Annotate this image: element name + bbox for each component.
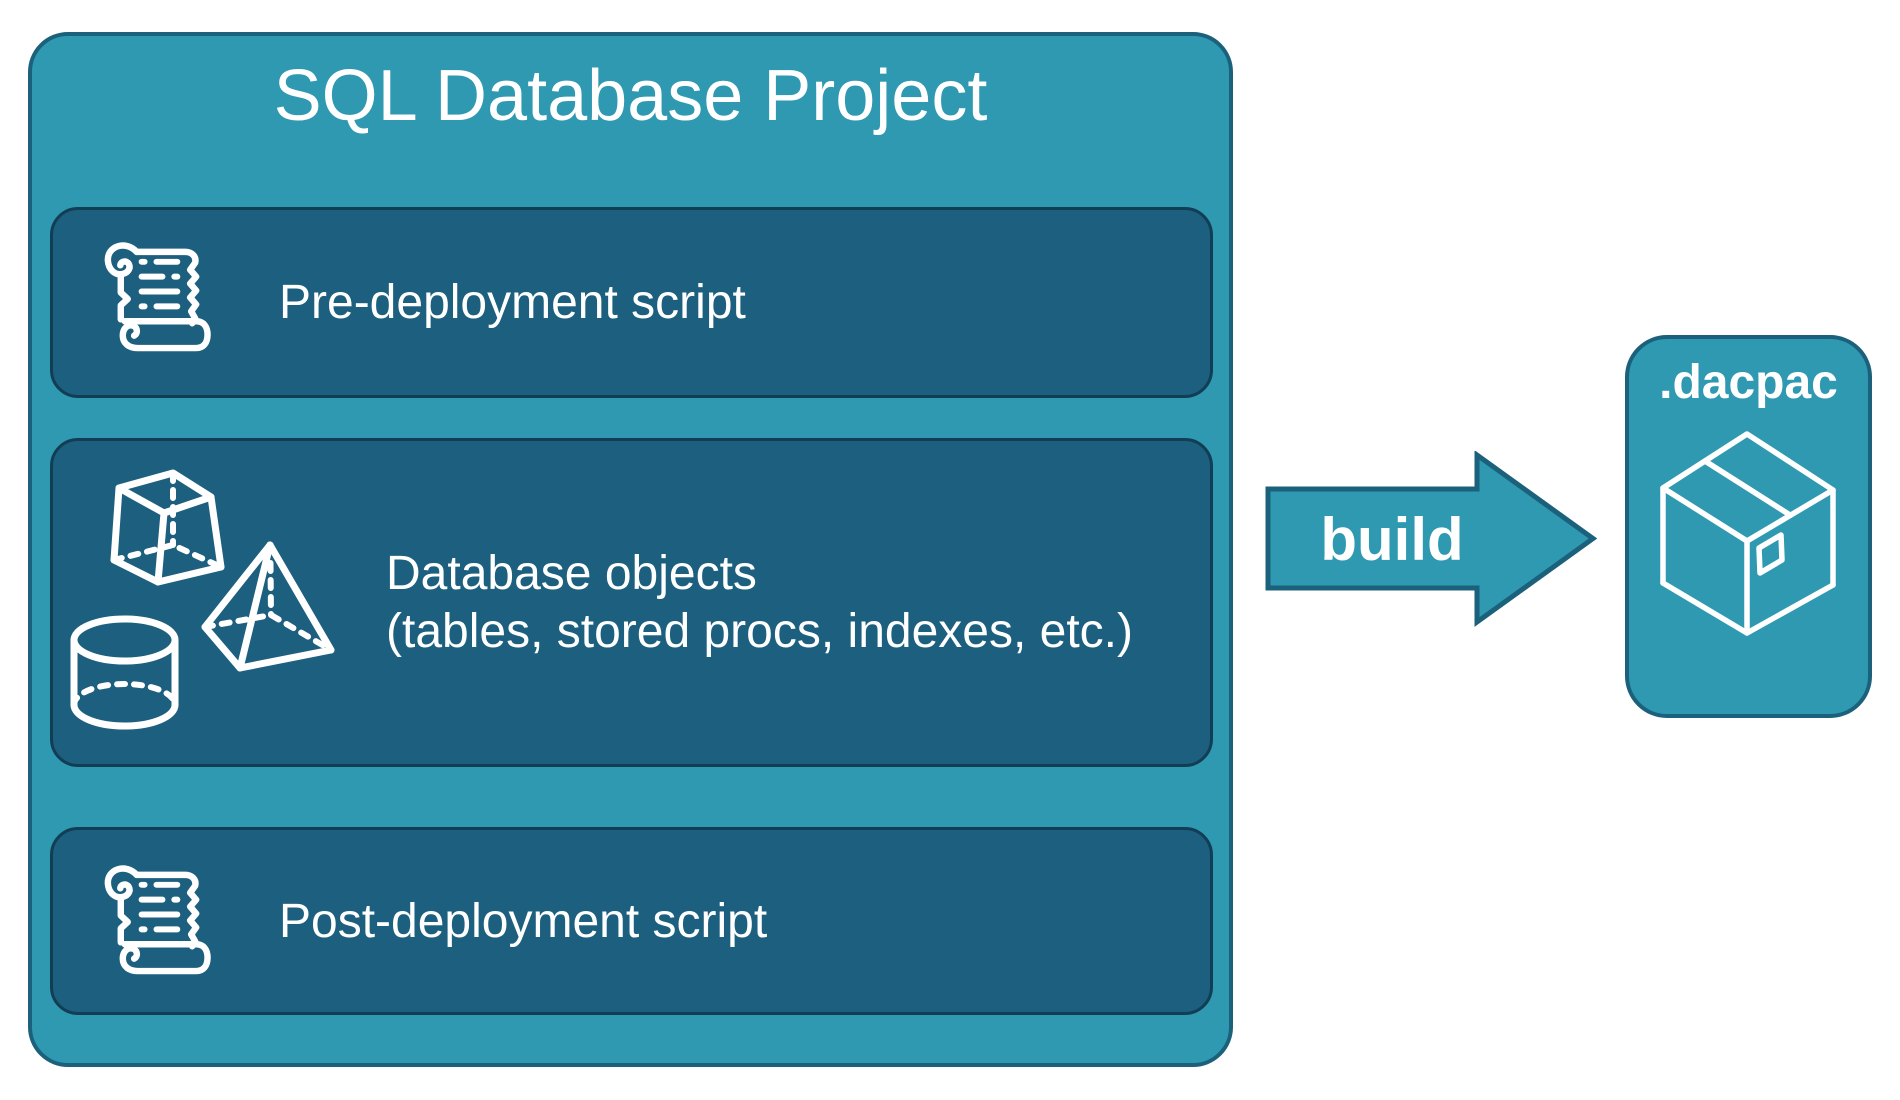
project-title: SQL Database Project bbox=[273, 56, 988, 136]
package-box-icon bbox=[1660, 431, 1836, 636]
pre-deployment-label: Pre-deployment script bbox=[279, 276, 746, 329]
sql-database-project-container: SQL Database Project Pre-deploymen bbox=[28, 32, 1233, 1067]
pre-deployment-panel: Pre-deployment script bbox=[50, 207, 1213, 398]
right-arrow-shape bbox=[1265, 451, 1598, 627]
post-deployment-label: Post-deployment script bbox=[279, 894, 768, 948]
scroll-text-lines bbox=[138, 881, 181, 933]
cylinder-icon bbox=[70, 615, 179, 730]
database-objects-label: Database objects (tables, stored procs, … bbox=[386, 545, 1133, 661]
pyramid-icon bbox=[201, 541, 335, 672]
build-arrow-label: build bbox=[1320, 505, 1464, 573]
cube-icon bbox=[110, 469, 225, 586]
post-deployment-panel: Post-deployment script bbox=[50, 827, 1213, 1015]
build-arrow: build bbox=[1264, 451, 1598, 627]
scroll-icon bbox=[104, 242, 211, 352]
scroll-text-lines bbox=[138, 258, 181, 310]
database-objects-panel: Database objects (tables, stored procs, … bbox=[50, 438, 1213, 767]
database-objects-title: Database objects bbox=[386, 547, 757, 600]
database-objects-subtitle: (tables, stored procs, indexes, etc.) bbox=[386, 605, 1133, 658]
dacpac-box: .dacpac bbox=[1625, 335, 1872, 718]
scroll-icon bbox=[104, 865, 211, 975]
dacpac-label: .dacpac bbox=[1659, 356, 1838, 409]
